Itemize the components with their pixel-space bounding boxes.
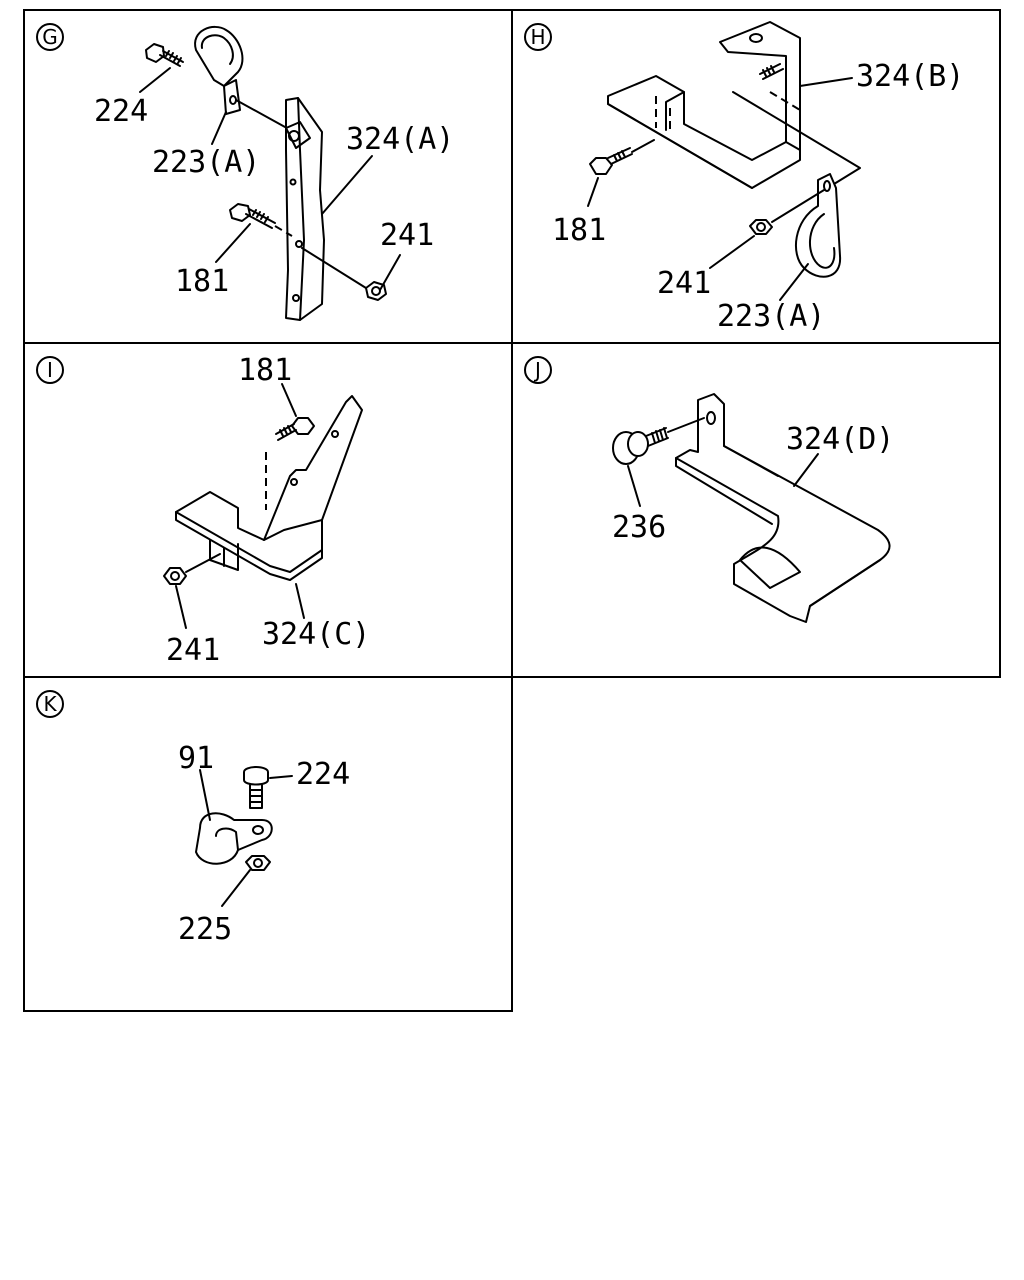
- label-236-j: 236: [612, 510, 666, 545]
- label-241-i: 241: [166, 633, 220, 668]
- panel-i: I 181 241 324(C): [36, 353, 370, 668]
- label-223a-g: 223(A): [152, 145, 260, 180]
- bracket-324c: [175, 395, 363, 581]
- nut-225-k: [245, 855, 271, 871]
- label-324a-g: 324(A): [346, 122, 454, 157]
- clip-223a-h: [794, 173, 842, 278]
- panel-g-letter: G: [42, 25, 58, 49]
- bolt-224: [145, 43, 184, 67]
- panel-i-badge: I: [36, 356, 64, 384]
- panel-k-frame: [23, 676, 513, 1012]
- panel-k: K 91 224 225: [36, 690, 350, 947]
- bracket-324d: [675, 393, 891, 623]
- leader-nut-241-g: [301, 247, 367, 289]
- label-241-g: 241: [380, 218, 434, 253]
- bolt-224-k: [243, 766, 269, 809]
- bracket-324b: [607, 21, 801, 189]
- label-181-h: 181: [552, 213, 606, 248]
- label-324d-j: 324(D): [786, 422, 894, 457]
- bolt-181-i: [275, 417, 315, 441]
- bracket-324a: [285, 97, 325, 321]
- clip-223a: [194, 25, 244, 115]
- bolt-236: [612, 427, 669, 465]
- label-91-k: 91: [178, 741, 214, 776]
- bolt-h-upper: [759, 63, 784, 80]
- panel-frames: [23, 9, 1001, 1012]
- label-225-k: 225: [178, 912, 232, 947]
- label-181-i: 181: [238, 353, 292, 388]
- label-224-k: 224: [296, 757, 350, 792]
- leader-clip-to-bracket: [235, 99, 286, 128]
- panel-g-frame: [23, 9, 513, 344]
- panel-k-badge: K: [36, 690, 64, 718]
- panel-h-letter: H: [530, 25, 545, 49]
- label-223a-h: 223(A): [717, 299, 825, 334]
- label-224-g: 224: [94, 94, 148, 129]
- bolt-181: [229, 203, 276, 229]
- panel-h: H: [524, 21, 964, 334]
- label-324b-h: 324(B): [856, 59, 964, 94]
- panel-j-letter: J: [533, 358, 541, 382]
- clip-91: [195, 812, 273, 865]
- panel-h-badge: H: [524, 23, 552, 51]
- label-241-h: 241: [657, 266, 711, 301]
- dash-bracket-h: [655, 96, 671, 132]
- nut-241-h: [749, 219, 773, 235]
- panel-i-letter: I: [47, 358, 53, 382]
- dash-h-guide: [769, 91, 801, 111]
- nut-241-i: [163, 567, 187, 585]
- panel-k-letter: K: [43, 692, 57, 716]
- label-324c-i: 324(C): [262, 617, 370, 652]
- dash-bolt-181-g: [274, 225, 293, 237]
- panel-j-frame: [511, 342, 1001, 678]
- label-181-g: 181: [175, 264, 229, 299]
- panel-g: G: [36, 23, 454, 321]
- panel-j: J 324(D) 236: [524, 356, 894, 623]
- panel-j-badge: J: [524, 356, 552, 384]
- panel-g-badge: G: [36, 23, 64, 51]
- bolt-181-h: [589, 147, 633, 175]
